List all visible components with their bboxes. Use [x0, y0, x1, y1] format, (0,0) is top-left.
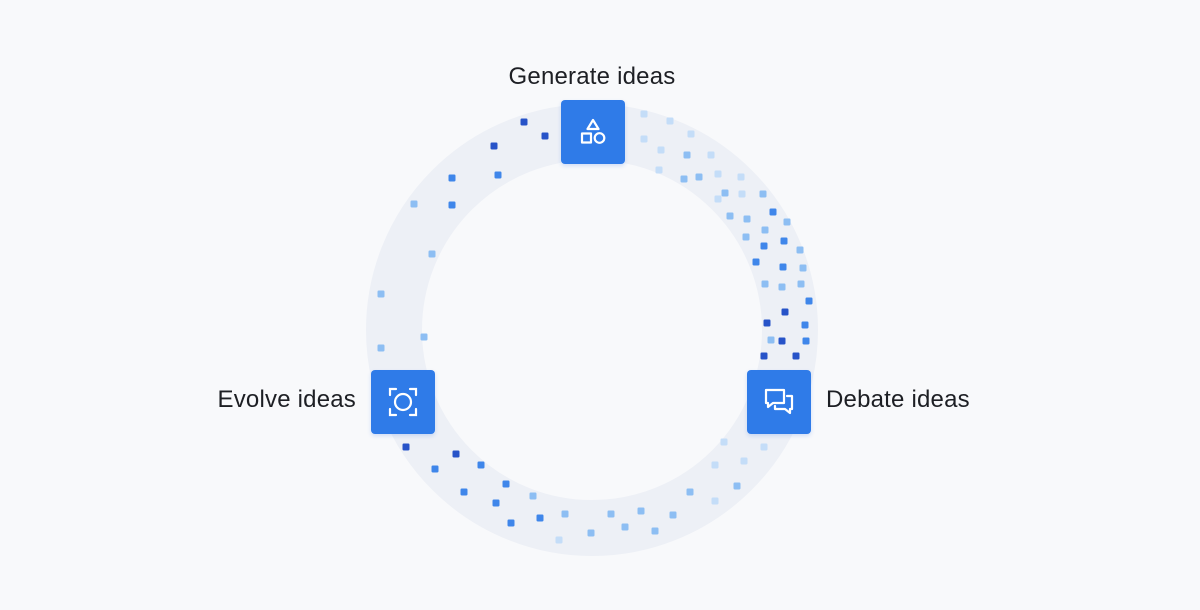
ring-dot: [541, 132, 549, 140]
shapes-icon: [580, 118, 606, 144]
ring-dot: [686, 488, 694, 496]
ring-dot: [640, 135, 648, 143]
ring-dot: [460, 488, 468, 496]
ring-dot: [666, 117, 674, 125]
ring-dot: [448, 201, 456, 209]
ring-dot: [410, 200, 418, 208]
evolve-ideas-node: [371, 370, 435, 434]
ring-dot: [431, 465, 439, 473]
ring-dot: [711, 461, 719, 469]
ring-dot: [680, 175, 688, 183]
ring-dot: [726, 212, 734, 220]
ring-dot: [494, 171, 502, 179]
ring-dot: [761, 226, 769, 234]
ring-dot: [507, 519, 515, 527]
ring-dot: [621, 523, 629, 531]
ring-dot: [760, 443, 768, 451]
ring-dot: [759, 190, 767, 198]
ring-dot: [477, 461, 485, 469]
ring-dot: [448, 174, 456, 182]
ring-dot: [763, 319, 771, 327]
ring-dot: [769, 208, 777, 216]
ring-dot: [720, 438, 728, 446]
ring-dot: [805, 297, 813, 305]
ring-dot: [402, 443, 410, 451]
ring-dot: [802, 337, 810, 345]
ring-dot: [655, 166, 663, 174]
ring-dot: [801, 321, 809, 329]
ring-dot: [683, 151, 691, 159]
ring-dot: [651, 527, 659, 535]
ring-dot: [760, 242, 768, 250]
ring-dot: [452, 450, 460, 458]
ring-dot: [783, 218, 791, 226]
ring-dot: [637, 507, 645, 515]
ring-dot: [779, 263, 787, 271]
evolve-ideas-label: Evolve ideas: [217, 386, 356, 413]
ring-dot: [721, 189, 729, 197]
ring-dot: [695, 173, 703, 181]
ring-dot: [778, 337, 786, 345]
ring-dot: [714, 195, 722, 203]
ring-dot: [687, 130, 695, 138]
ring-dot: [737, 173, 745, 181]
ring-dot: [657, 146, 665, 154]
ring-dot: [740, 457, 748, 465]
ring-dot: [752, 258, 760, 266]
generate-ideas-node: [561, 100, 625, 164]
ring-dot: [761, 280, 769, 288]
ring-dot: [714, 170, 722, 178]
generate-ideas-label: Generate ideas: [508, 63, 676, 90]
ring-dot: [490, 142, 498, 150]
ring-dot: [420, 333, 428, 341]
ring-dot: [502, 480, 510, 488]
ring-dot: [780, 237, 788, 245]
ring-dot: [492, 499, 500, 507]
ring-dot: [743, 215, 751, 223]
ring-dot: [767, 336, 775, 344]
ring-dot: [707, 151, 715, 159]
ring-dot: [796, 246, 804, 254]
ring-dot: [561, 510, 569, 518]
ring-dot: [377, 290, 385, 298]
ring-dot: [742, 233, 750, 241]
chat-bubbles-icon: [764, 388, 794, 415]
ring-dot: [555, 536, 563, 544]
debate-ideas-node: [747, 370, 811, 434]
ring-dot: [428, 250, 436, 258]
ring-track: [366, 104, 818, 556]
ring-dot: [792, 352, 800, 360]
ring-dot: [640, 110, 648, 118]
ring-dot: [536, 514, 544, 522]
ring-dot: [733, 482, 741, 490]
debate-ideas-label: Debate ideas: [826, 386, 970, 413]
ring-dot: [377, 344, 385, 352]
ring-dots: [377, 110, 813, 544]
ring-dot: [607, 510, 615, 518]
ring-dot: [711, 497, 719, 505]
ring-dot: [738, 190, 746, 198]
ring-dot: [587, 529, 595, 537]
ring-dot: [520, 118, 528, 126]
focus-circle-icon: [388, 387, 418, 417]
ring-dot: [760, 352, 768, 360]
ring-dot: [799, 264, 807, 272]
ring-dot: [529, 492, 537, 500]
ring-dot: [781, 308, 789, 316]
ring-dot: [669, 511, 677, 519]
ring-dot: [797, 280, 805, 288]
ring-dot: [778, 283, 786, 291]
